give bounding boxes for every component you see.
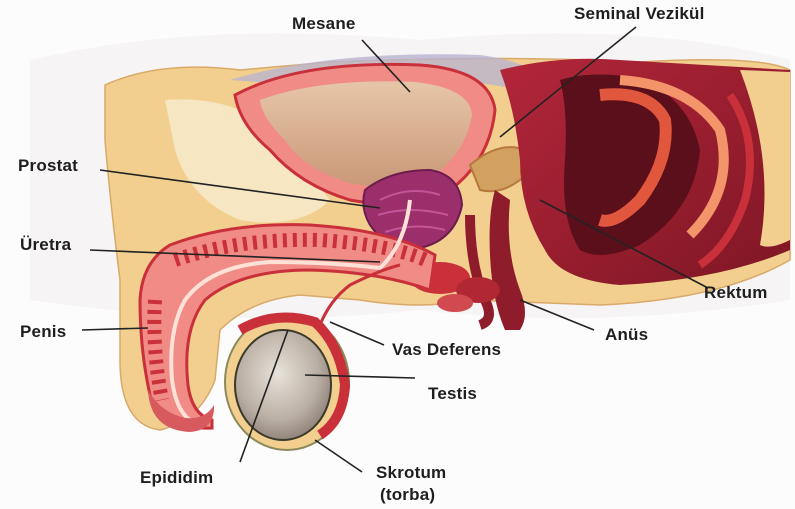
label-seminal-vezikul: Seminal Vezikül <box>574 4 705 24</box>
label-testis: Testis <box>428 384 477 404</box>
label-anus: Anüs <box>605 325 648 345</box>
label-epididim: Epididim <box>140 468 213 488</box>
label-uretra: Üretra <box>20 235 71 255</box>
label-mesane: Mesane <box>292 14 356 34</box>
label-penis: Penis <box>20 322 66 342</box>
muscle-bundle-3 <box>437 294 473 312</box>
label-prostat: Prostat <box>18 156 78 176</box>
label-skrotum-sub: (torba) <box>380 485 435 505</box>
label-skrotum: Skrotum <box>376 463 446 483</box>
label-vas-deferens: Vas Deferens <box>392 340 501 360</box>
label-rektum: Rektum <box>704 283 768 303</box>
testis <box>235 330 331 440</box>
